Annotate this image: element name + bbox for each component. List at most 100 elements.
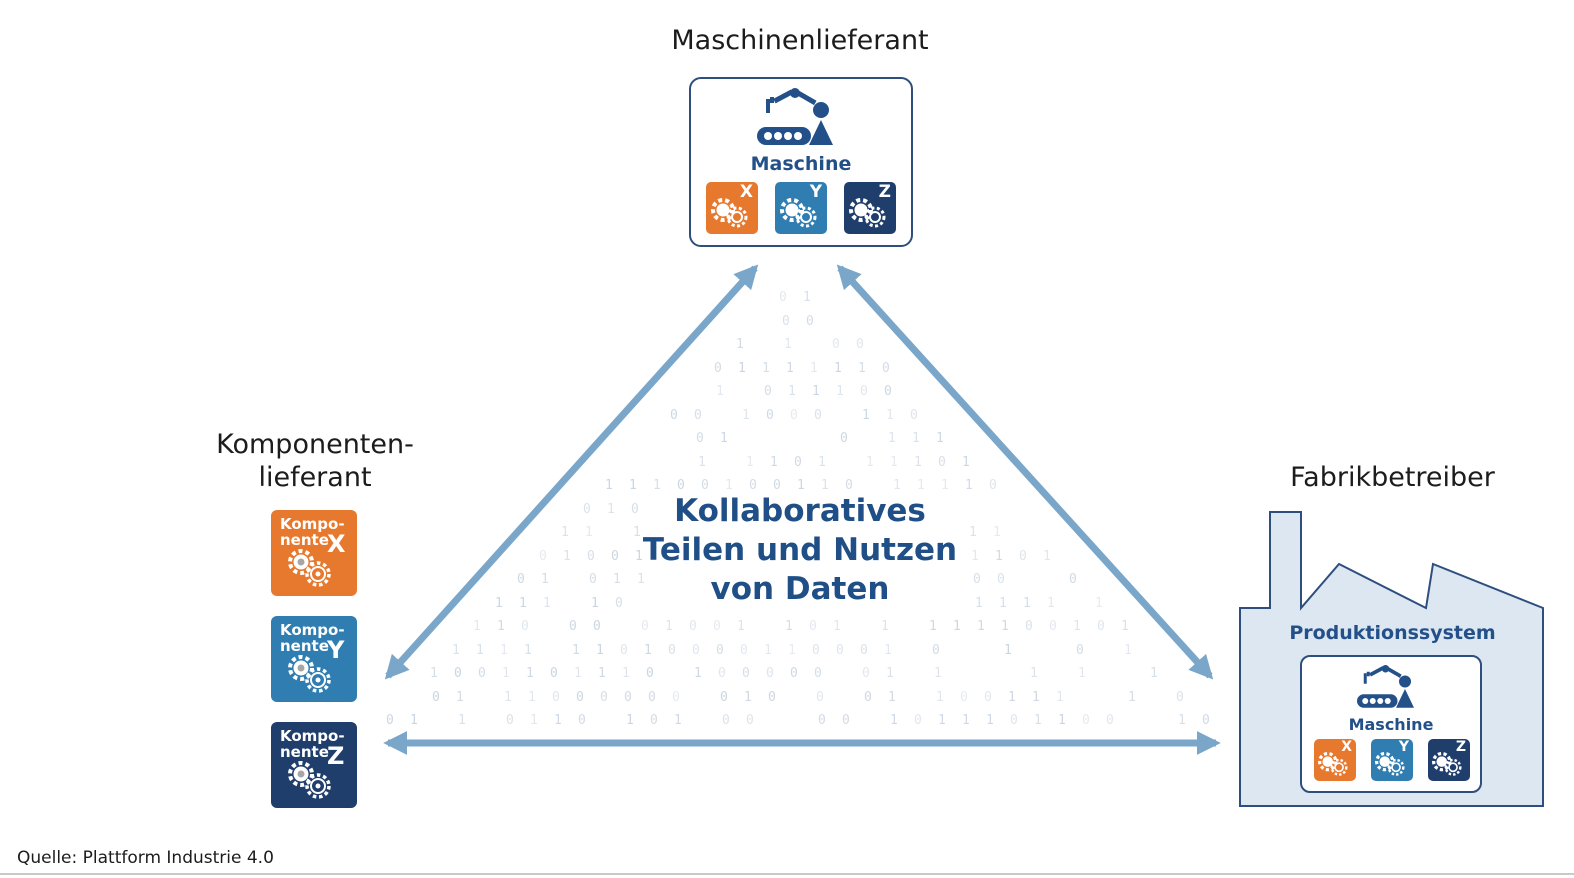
binary-digit: 1	[818, 455, 826, 470]
component-y-letter: Y	[327, 636, 345, 664]
binary-digit: 0	[914, 713, 922, 728]
factory-operator-title: Fabrikbetreiber	[1290, 462, 1495, 493]
binary-digit: 0	[552, 690, 560, 705]
component-y-line1: Kompo-	[280, 621, 345, 639]
component-y-line2: nente	[280, 637, 329, 655]
gear-chip-z: Z	[844, 182, 896, 234]
component-x-line2: nente	[280, 531, 329, 549]
gear-chip-y: Y	[775, 182, 827, 234]
binary-digit: 1	[626, 713, 634, 728]
gears-icon	[1318, 751, 1348, 776]
binary-digit: 1	[962, 713, 970, 728]
binary-digit: 1	[785, 619, 793, 634]
component-supplier-title-line1: Komponenten-	[216, 429, 414, 460]
binary-digit: 0	[806, 314, 814, 329]
center-title: Kollaboratives Teilen und Nutzen von Dat…	[600, 492, 1000, 609]
binary-digit: 1	[938, 713, 946, 728]
binary-digit: 1	[1034, 713, 1042, 728]
binary-digit: 1	[1032, 690, 1040, 705]
gear-chip-letter: Z	[878, 182, 891, 202]
binary-digit: 1	[810, 361, 818, 376]
binary-digit: 0	[864, 690, 872, 705]
gear-chip-letter: Y	[1398, 739, 1409, 755]
binary-digit: 1	[803, 290, 811, 305]
binary-digit: 1	[786, 361, 794, 376]
binary-digit: 0	[650, 713, 658, 728]
robot-arm-conveyor-icon	[1357, 665, 1414, 708]
binary-digit: 0	[1106, 713, 1114, 728]
binary-digit: 0	[790, 666, 798, 681]
center-title-line2: Teilen und Nutzen	[642, 532, 958, 568]
gears-icon	[780, 198, 817, 228]
binary-digit: 0	[1176, 690, 1184, 705]
binary-digit: 1	[812, 384, 820, 399]
binary-digit: 0	[720, 690, 728, 705]
binary-digit: 1	[821, 478, 829, 493]
gears-icon	[849, 198, 886, 228]
binary-digit: 1	[890, 713, 898, 728]
binary-digit: 0	[766, 666, 774, 681]
binary-digit: 0	[816, 690, 824, 705]
machine-label: Maschine	[750, 153, 852, 175]
binary-digit: 1	[788, 384, 796, 399]
gear-chip-letter: Z	[1455, 739, 1466, 755]
component-supplier-title-line2: lieferant	[258, 462, 372, 493]
binary-digit: 0	[960, 690, 968, 705]
binary-digit: 0	[794, 455, 802, 470]
gear-chip-x: X	[1314, 739, 1356, 781]
component-supplier-title: Komponenten- lieferant	[210, 428, 420, 494]
source-caption: Quelle: Plattform Industrie 4.0	[17, 848, 274, 868]
binary-digit: 0	[809, 619, 817, 634]
component-z-line2: nente	[280, 743, 329, 761]
binary-digit: 0	[1082, 713, 1090, 728]
binary-digit: 0	[782, 314, 790, 329]
binary-digit: 1	[1058, 713, 1066, 728]
gear-chip-x: X	[706, 182, 758, 234]
gears-icon	[288, 655, 331, 693]
component-tile-z: Kompo- nente Z	[271, 722, 357, 808]
binary-digit: 1	[1008, 690, 1016, 705]
binary-digit: 1	[1178, 713, 1186, 728]
binary-digit: 1	[797, 478, 805, 493]
binary-digit: 0	[506, 713, 514, 728]
binary-digit: 1	[770, 455, 778, 470]
gears-icon	[288, 549, 331, 587]
binary-digit: 0	[984, 690, 992, 705]
gears-icon	[1375, 751, 1405, 776]
center-title-line3: von Daten	[710, 571, 890, 607]
binary-digit: 0	[814, 666, 822, 681]
binary-digit: 0	[842, 713, 850, 728]
binary-digit: 0	[768, 690, 776, 705]
binary-digit: 0	[386, 713, 394, 728]
binary-digit: 0	[1202, 713, 1210, 728]
component-x-line1: Kompo-	[280, 515, 345, 533]
gears-icon	[1432, 751, 1462, 776]
binary-digit: 1	[554, 713, 562, 728]
gear-chip-z: Z	[1428, 739, 1470, 781]
binary-digit: 0	[722, 713, 730, 728]
binary-digit: 0	[1010, 713, 1018, 728]
gear-chip-letter: X	[1341, 739, 1352, 755]
component-tile-x: Kompo- nente X	[271, 510, 357, 596]
binary-digit: 0	[764, 384, 772, 399]
binary-digit: 1	[764, 643, 772, 658]
gears-icon	[711, 198, 748, 228]
binary-digit: 1	[784, 337, 792, 352]
binary-digit: 1	[528, 690, 536, 705]
binary-digit: 0	[832, 337, 840, 352]
machine-supplier-title: Maschinenlieferant	[671, 25, 929, 56]
binary-digit: 0	[624, 690, 632, 705]
binary-digit: 0	[648, 690, 656, 705]
component-z-line1: Kompo-	[280, 727, 345, 745]
binary-digit: 1	[674, 713, 682, 728]
binary-digit: 0	[672, 690, 680, 705]
binary-digit: 0	[746, 713, 754, 728]
binary-digit: 1	[788, 643, 796, 658]
binary-digit: 1	[456, 690, 464, 705]
center-title-line1: Kollaboratives	[674, 493, 926, 529]
binary-digit: 0	[818, 713, 826, 728]
binary-digit: 0	[779, 290, 787, 305]
gear-chip-y: Y	[1371, 739, 1413, 781]
bottom-divider	[0, 873, 1574, 875]
